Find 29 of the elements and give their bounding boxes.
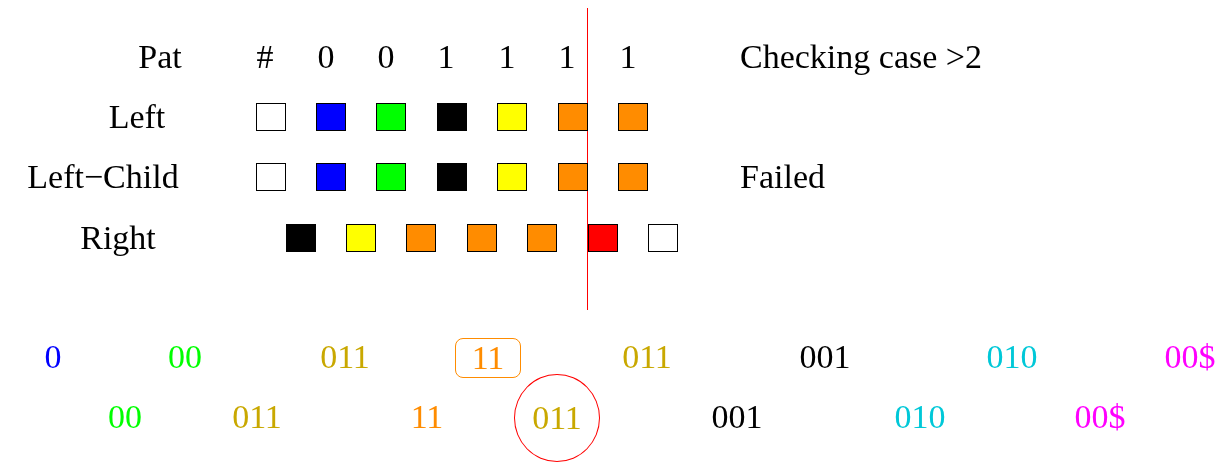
status-text: Checking case >2 — [740, 40, 982, 74]
bit-value: 0 — [317, 40, 335, 74]
status-text: Failed — [740, 160, 825, 194]
substring-label: 001 — [799, 340, 851, 374]
bit-value: 1 — [619, 40, 637, 74]
row-label: Right — [80, 221, 156, 255]
column-header: # — [256, 40, 274, 74]
substring-label: 011 — [532, 401, 582, 435]
highlight-box — [455, 338, 521, 378]
substring-label: 00 — [168, 340, 202, 374]
row-label: Left−Child — [27, 160, 179, 194]
substring-label: 00$ — [1074, 400, 1126, 434]
bit-value: 1 — [558, 40, 576, 74]
substring-label: 010 — [986, 340, 1038, 374]
bit-value: 1 — [437, 40, 455, 74]
substring-label: 011 — [320, 340, 370, 374]
substring-label: 011 — [232, 400, 282, 434]
substring-label: 00 — [108, 400, 142, 434]
substring-label: 001 — [711, 400, 763, 434]
bit-value: 0 — [377, 40, 395, 74]
substring-label: 010 — [894, 400, 946, 434]
bit-value: 1 — [498, 40, 516, 74]
substring-label: 11 — [471, 341, 505, 375]
substring-label: 00$ — [1164, 340, 1216, 374]
row-label: Pat — [138, 40, 182, 74]
substring-label: 0 — [44, 340, 62, 374]
substring-label: 11 — [410, 400, 444, 434]
row-label: Left — [108, 100, 166, 134]
substring-label: 011 — [622, 340, 672, 374]
